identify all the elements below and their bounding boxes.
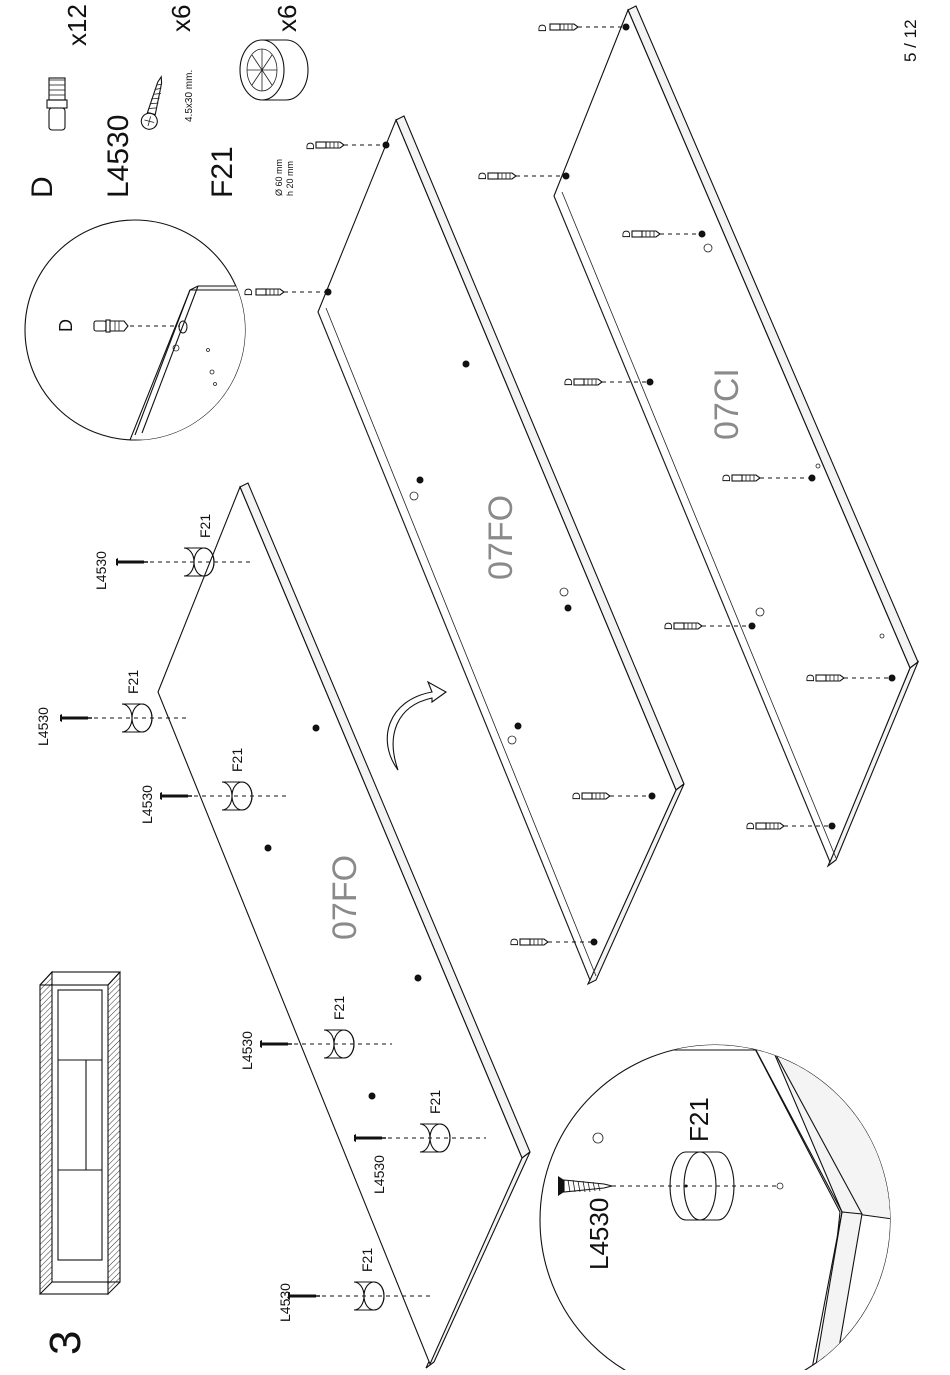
parts-legend: D x12 L4530 4.5x30 mm. x6 F21 Ø 60 mm h … [26,4,308,198]
svg-text:L4530: L4530 [139,785,155,824]
svg-text:L4530: L4530 [35,707,51,746]
svg-text:D: D [805,674,817,682]
part-note-l4530: 4.5x30 mm. [184,70,195,122]
dowel-m2: D [243,288,332,296]
svg-text:F21: F21 [125,670,141,694]
detail-dowel-label: D [56,319,76,332]
dowel-m1: D [305,142,390,151]
detail-foot-label: F21 [684,1097,714,1142]
svg-text:L4530: L4530 [239,1031,255,1070]
svg-text:L4530: L4530 [277,1283,293,1322]
part-code-f21: F21 [206,146,239,198]
panel-middle-label: 07FO [482,495,520,580]
detail-screw-icon [558,1176,612,1196]
svg-text:D: D [509,938,521,946]
part-note-f21-diameter: Ø 60 mm [274,159,284,196]
detail-circle-dowel: D [25,220,270,440]
panel-top-label: 07FO [326,855,364,940]
svg-text:F21: F21 [359,1248,375,1272]
foot-icon [240,40,308,100]
svg-text:L4530: L4530 [371,1155,387,1194]
svg-text:D: D [621,230,633,238]
part-qty-l4530: x6 [166,5,196,32]
page-number: 5 / 12 [901,19,920,62]
svg-text:D: D [745,822,757,830]
part-qty-d: x12 [62,4,92,46]
svg-text:D: D [721,474,733,482]
part-code-l4530: L4530 [102,115,135,198]
svg-text:D: D [571,792,583,800]
svg-text:F21: F21 [197,514,213,538]
svg-text:F21: F21 [427,1090,443,1114]
flip-arrow-icon [387,682,446,770]
svg-text:F21: F21 [331,996,347,1020]
part-note-f21-height: h 20 mm [285,161,295,196]
step-number: 3 [41,1331,90,1355]
part-code-d: D [26,176,59,198]
dowel-r1: D [537,24,630,33]
svg-text:L4530: L4530 [93,551,109,590]
detail-screw-label: L4530 [584,1198,614,1270]
panel-bottom-label: 07CI [708,368,746,440]
svg-text:D: D [563,378,575,386]
svg-text:D: D [537,24,549,32]
dowel-r2: D [477,172,570,180]
overview-thumbnail [40,972,120,1294]
svg-text:D: D [663,622,675,630]
svg-text:F21: F21 [229,748,245,772]
detail-circle-foot: L4530 F21 [540,1018,900,1370]
part-qty-f21: x6 [272,5,302,32]
svg-text:D: D [243,288,255,296]
svg-text:D: D [477,172,489,180]
svg-text:D: D [305,142,317,150]
dowel-icon [47,78,67,130]
screw-icon [140,75,169,131]
